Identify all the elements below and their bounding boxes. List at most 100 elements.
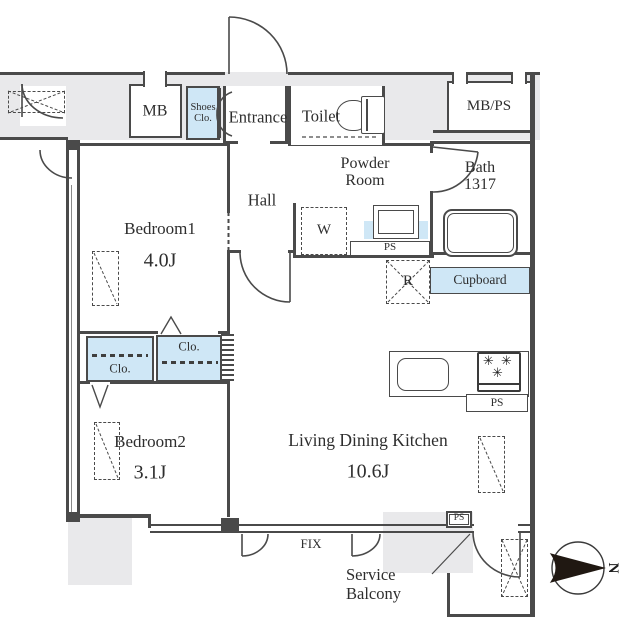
meter-box-pipe-space-room [447, 81, 532, 132]
burner-icon: ✳ [501, 354, 512, 369]
wall-hall-west-lower [227, 253, 230, 335]
room-label-bedroom1: Bedroom1 [124, 219, 196, 239]
shoes-closet-line2: Clo. [194, 113, 212, 124]
wall-hall-bottom-right [288, 250, 296, 253]
label-washing-machine: W [316, 222, 332, 239]
vanity-sink-inner [378, 210, 414, 234]
wall-bottom-jog [148, 514, 151, 528]
bath-door-leaf [432, 146, 479, 153]
wall-bath-west-upper [430, 141, 433, 153]
refrigerator-box [386, 260, 430, 304]
wall-left-cap-top [66, 140, 80, 150]
pipe-space-bottom-box-inner [449, 514, 469, 525]
window-bottom-line1-right [518, 524, 534, 526]
meter-space-corridor [8, 91, 65, 113]
window-bottom-line2-right [518, 531, 534, 533]
mbps-notch-right [511, 72, 527, 84]
label-closet-bedroom2: Clo. [109, 361, 131, 376]
hall-door-arc [239, 251, 291, 303]
wall-bedroom2-east [227, 381, 230, 517]
room-label-powder-room: Powder Room [341, 155, 390, 190]
folding-door-mark-closet1 [160, 315, 182, 335]
label-ps-bottom: PS [453, 513, 465, 524]
closet-bedroom2-box [86, 336, 154, 382]
wall-bedroom1-top [80, 143, 228, 146]
kitchen-sink [397, 358, 449, 391]
burner-icon: ✳ [492, 366, 503, 381]
wall-bottom-column [221, 518, 239, 533]
wall-entrance-bottom-left [223, 141, 238, 144]
stove [477, 352, 521, 392]
wall-top-right [288, 72, 540, 75]
wall-powder-bottom [293, 255, 434, 258]
washing-machine-box [301, 207, 347, 255]
window-bottom-line2-left [150, 531, 474, 533]
room-area-bedroom1: 4.0J [143, 249, 177, 272]
meter-box-room [129, 84, 182, 138]
furniture-space-ldk [478, 436, 505, 493]
wall-bath-top [430, 141, 532, 144]
label-closet-bedroom1: Clo. [178, 339, 200, 354]
label-ps-kitchen: PS [490, 396, 504, 409]
folding-door-mark-closet2 [91, 384, 109, 410]
compass-circle [551, 541, 605, 595]
closet-bedroom1-box [156, 335, 222, 382]
mbps-notch-left [452, 72, 468, 84]
label-ps-powder: PS [383, 241, 397, 254]
wall-powder-west [293, 203, 296, 257]
wall-hall-bottom-left [227, 250, 241, 253]
shoes-closet-line1: Shoes [190, 101, 216, 113]
room-label-entrance: Entrance [228, 107, 288, 127]
stove-grill-line [479, 383, 519, 385]
bathtub-outer [443, 209, 518, 257]
futon-space-bedroom2 [94, 422, 120, 480]
burner-icon: ✳ [483, 354, 494, 369]
bathtub-inner [447, 213, 514, 253]
room-label-toilet: Toilet [301, 106, 341, 126]
wall-corridor-bottom [0, 137, 68, 140]
entrance-door-arc [228, 16, 288, 75]
room-label-hall: Hall [247, 190, 277, 210]
room-label-bedroom2: Bedroom2 [114, 432, 186, 452]
wall-bedroom1-bottom-left [80, 331, 158, 334]
wall-left-inner [77, 140, 80, 522]
shoes-closet-door-panel [217, 88, 221, 138]
wall-hatch-closet-east [221, 334, 234, 384]
wall-left-outer [66, 140, 69, 522]
room-label-ldk: Living Dining Kitchen [288, 429, 448, 450]
room-label-shoes-closet: Shoes Clo. [190, 102, 215, 124]
equipment-space-balcony [501, 539, 528, 597]
wall-bedroom2-top-left [80, 381, 90, 384]
pipe-space-powder-box [350, 241, 430, 256]
balcony-slab-left [68, 517, 132, 585]
casement-window-arc-right [351, 533, 381, 557]
meter-box-notch [143, 71, 167, 87]
label-fix-window: FIX [300, 536, 322, 552]
service-balcony-line1: Service [346, 565, 396, 584]
wall-balcony-bottom [447, 614, 535, 617]
compass: N [549, 541, 621, 595]
wall-bedroom2-bottom [66, 514, 150, 518]
pipe-space-bottom-box [446, 511, 472, 528]
closet-pipe-left [92, 354, 148, 357]
bath-size: 1317 [464, 176, 496, 193]
wall-bath-west-lower [430, 191, 433, 255]
room-label-bath: Bath 1317 [464, 159, 496, 194]
room-area-bedroom2: 3.1J [133, 461, 167, 484]
room-label-mb: MB [142, 102, 168, 120]
compass-needle [549, 553, 606, 583]
closet-pipe-right [162, 361, 218, 364]
wall-bedroom1-bottom-right [218, 331, 230, 334]
toilet-tank-line [366, 99, 368, 131]
wall-entrance-bottom-right [270, 141, 288, 144]
label-refrigerator: R [402, 273, 414, 290]
casement-window-arc-left [241, 533, 269, 557]
cupboard-box [430, 267, 530, 294]
room-area-ldk: 10.6J [346, 460, 390, 483]
powder-room-line2: Room [345, 172, 385, 189]
bath-name: Bath [464, 159, 496, 177]
wall-balcony-left [447, 573, 450, 617]
window-left-centerline [71, 185, 72, 512]
toilet-tank [361, 96, 385, 134]
window-bottom-line1-left [150, 524, 474, 526]
